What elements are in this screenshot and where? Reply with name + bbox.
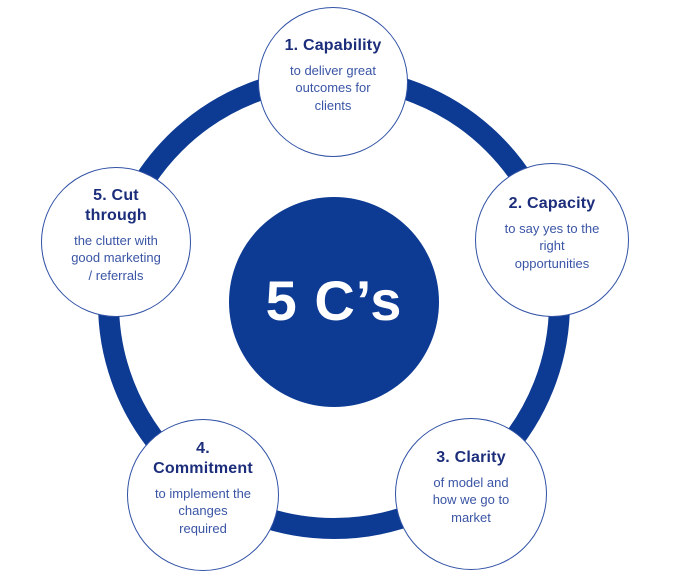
node-heading: 4. Commitment [153,440,253,478]
node-capacity: 2. Capacity to say yes to the right oppo… [475,163,629,317]
node-text: 1. Capability to deliver great outcomes … [267,36,399,113]
node-text: 4. Commitment to implement the changes r… [137,439,269,536]
node-text: 5. Cut through the clutter with good mar… [50,186,182,283]
node-body: to implement the changes required [154,486,252,536]
node-commitment: 4. Commitment to implement the changes r… [127,419,279,571]
node-clarity: 3. Clarity of model and how we go to mar… [395,418,547,570]
node-heading: 2. Capacity [508,195,596,213]
node-capability: 1. Capability to deliver great outcomes … [258,7,408,157]
node-heading: 3. Clarity [436,449,506,467]
node-body: of model and how we go to market [432,475,510,525]
node-cut-through: 5. Cut through the clutter with good mar… [41,167,191,317]
node-text: 2. Capacity to say yes to the right oppo… [486,194,618,271]
center-circle: 5 C’s [229,197,439,407]
node-text: 3. Clarity of model and how we go to mar… [405,448,537,525]
node-body: to say yes to the right opportunities [504,221,600,271]
node-body: the clutter with good marketing / referr… [71,233,161,283]
diagram-title: 5 C’s [265,268,403,332]
node-body: to deliver great outcomes for clients [290,63,376,113]
node-heading: 1. Capability [284,37,382,55]
node-heading: 5. Cut through [85,187,147,225]
